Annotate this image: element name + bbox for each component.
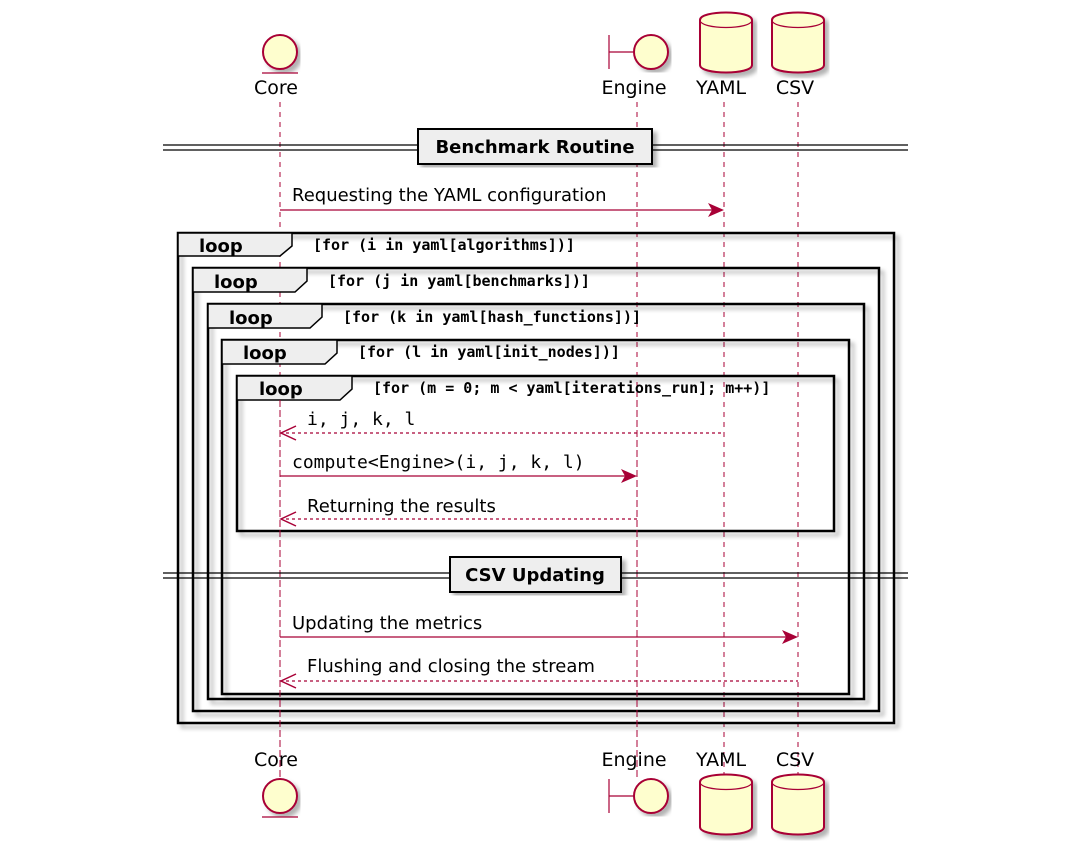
participant-label: CSV xyxy=(776,749,814,771)
entity-icon xyxy=(262,34,298,70)
message-label: i, j, k, l xyxy=(307,409,415,430)
loop-condition: [for (k in yaml[hash_functions])] xyxy=(343,308,641,326)
database-icon xyxy=(699,773,753,836)
message-request-yaml: Requesting the YAML configuration xyxy=(280,185,724,217)
participant-label: YAML xyxy=(695,749,747,771)
divider-label: CSV Updating xyxy=(465,565,605,586)
participant-csv-top: CSV xyxy=(771,11,825,99)
loop-label: loop xyxy=(214,272,258,293)
loop-label: loop xyxy=(243,343,287,364)
message-updating: Updating the metrics xyxy=(280,613,798,644)
participant-yaml-top: YAML xyxy=(695,11,753,99)
participant-csv-bottom: CSV xyxy=(771,749,825,836)
participant-core-top: Core xyxy=(254,34,298,99)
entity-icon xyxy=(262,778,298,814)
message-compute: compute<Engine>(i, j, k, l) xyxy=(280,452,637,483)
loop-label: loop xyxy=(199,236,243,257)
loop-condition: [for (j in yaml[benchmarks])] xyxy=(328,272,590,290)
loop-frame-2: loop [for (j in yaml[benchmarks])] xyxy=(191,266,881,713)
boundary-icon xyxy=(633,34,669,70)
message-label: Returning the results xyxy=(307,496,496,517)
participant-label: Engine xyxy=(601,77,666,99)
message-label: Updating the metrics xyxy=(292,613,482,634)
message-label: Flushing and closing the stream xyxy=(307,656,595,677)
loop-condition: [for (l in yaml[init_nodes])] xyxy=(358,343,620,361)
participant-label: Core xyxy=(254,749,298,771)
participant-label: CSV xyxy=(776,77,814,99)
participant-label: Engine xyxy=(601,749,666,771)
boundary-icon xyxy=(633,778,669,814)
loop-frame-3: loop [for (k in yaml[hash_functions])] xyxy=(206,302,866,701)
loop-label: loop xyxy=(259,379,303,400)
participant-label: Core xyxy=(254,77,298,99)
loop-frame-4: loop [for (l in yaml[init_nodes])] xyxy=(220,338,851,696)
divider-label: Benchmark Routine xyxy=(435,137,634,158)
loop-condition: [for (m = 0; m < yaml[iterations_run]; m… xyxy=(373,379,770,397)
divider-csv-updating: CSV Updating xyxy=(163,556,908,593)
participant-label: YAML xyxy=(695,77,747,99)
loop-frame-1: loop [for (i in yaml[algorithms])] xyxy=(176,231,896,725)
message-label: Requesting the YAML configuration xyxy=(292,185,607,206)
participant-engine-bottom: Engine xyxy=(601,749,669,814)
database-icon xyxy=(771,11,825,74)
message-ijkl: i, j, k, l xyxy=(279,409,724,441)
message-returning: Returning the results xyxy=(279,496,637,527)
participant-engine-top: Engine xyxy=(601,34,669,99)
message-label: compute<Engine>(i, j, k, l) xyxy=(292,452,585,473)
loop-frame-5: loop [for (m = 0; m < yaml[iterations_ru… xyxy=(235,374,836,533)
loop-label: loop xyxy=(229,308,273,329)
database-icon xyxy=(771,773,825,836)
loop-condition: [for (i in yaml[algorithms])] xyxy=(313,236,575,254)
message-flushing: Flushing and closing the stream xyxy=(279,656,798,689)
participant-yaml-bottom: YAML xyxy=(695,749,753,836)
database-icon xyxy=(699,11,753,74)
participant-core-bottom: Core xyxy=(254,749,298,818)
divider-benchmark-routine: Benchmark Routine xyxy=(163,128,908,165)
